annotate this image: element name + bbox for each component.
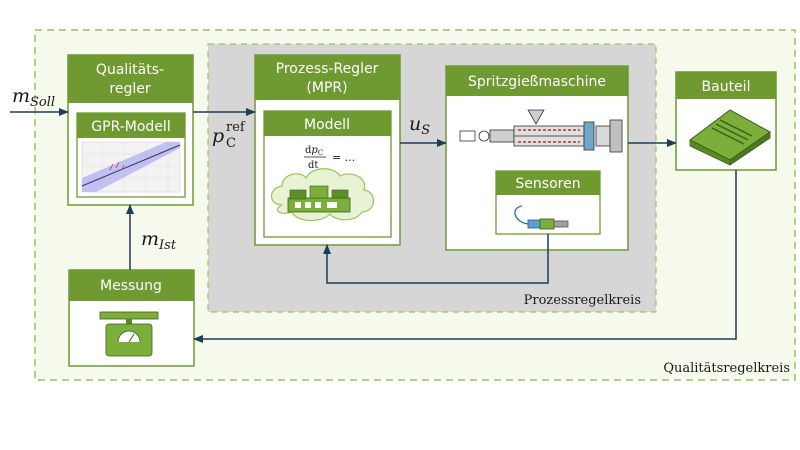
quality-loop-label: Qualitätsregelkreis (663, 361, 790, 376)
label-p-ref-sup: ref (226, 120, 246, 135)
eq-d-top: d (305, 145, 312, 156)
process-controller-title-2: (MPR) (306, 80, 347, 96)
injection-machine-icon (287, 185, 351, 213)
arrow-part-feedback (193, 170, 737, 343)
gpr-plot-icon (81, 141, 181, 193)
measurement-block: Messung (68, 269, 195, 367)
quality-controller-title-1: Qualitäts- (96, 62, 164, 78)
label-m-soll: mSoll (12, 85, 55, 110)
gpr-model-title: GPR-Modell (91, 119, 170, 135)
label-p-ref-sub: C (226, 136, 236, 151)
quality-controller-block: Qualitäts- regler GPR-Modell (67, 54, 194, 206)
model-title: Modell (304, 117, 350, 133)
quality-controller-title-2: regler (109, 81, 150, 97)
part-block: Bauteil (675, 71, 777, 171)
label-u-s: uS (409, 113, 430, 138)
label-m-ist: mIst (141, 228, 177, 253)
process-controller-block: Prozess-Regler (MPR) Modell dpC dt = ... (254, 54, 401, 246)
model-equation: dpC dt = ... (304, 145, 355, 171)
process-loop-label: Prozessregelkreis (524, 293, 641, 308)
machine-block: Spritzgießmaschine Sensoren (445, 65, 629, 251)
part-title: Bauteil (702, 79, 751, 95)
sensor-icon (514, 205, 569, 230)
label-p-ref: p (212, 125, 224, 147)
sensors-title: Sensoren (515, 176, 580, 192)
svg-text:dpC: dpC (305, 145, 323, 157)
eq-p: p (311, 145, 318, 156)
connections (10, 108, 737, 343)
injection-unit-icon (459, 109, 623, 153)
scale-icon (99, 311, 159, 357)
arrow-sensor-feedback (323, 234, 549, 284)
process-controller-title-1: Prozess-Regler (276, 61, 379, 77)
eq-sub-c: C (318, 149, 323, 157)
measurement-title: Messung (100, 278, 162, 294)
eq-dt: dt (308, 160, 318, 171)
eq-rhs: = ... (332, 151, 355, 164)
machine-title: Spritzgießmaschine (468, 74, 606, 90)
part-icon (689, 109, 771, 166)
